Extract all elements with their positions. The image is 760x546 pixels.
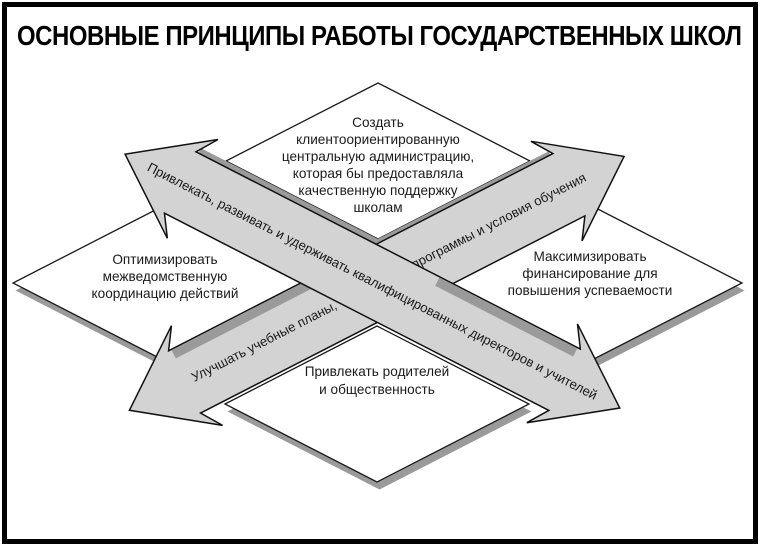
down-diagonal-arrow-body xyxy=(123,138,621,424)
left-node-line: Оптимизировать xyxy=(112,252,217,267)
right-node-line: финансирование для xyxy=(522,266,657,281)
down-arrow-shadow-stripe-se xyxy=(435,277,578,357)
bottom-node-label: Привлекать родителей и общественность xyxy=(305,364,450,397)
right-node-line: повышения успеваемости xyxy=(508,283,673,298)
top-node-line: школам xyxy=(353,200,402,215)
top-node-line: Создать xyxy=(352,115,404,130)
right-node-label: Максимизировать финансирование для повыш… xyxy=(508,249,673,298)
top-node-label: Создать клиентоориентированную центральн… xyxy=(282,115,474,215)
left-node-line: межведомственную xyxy=(103,269,228,284)
page-title: ОСНОВНЫЕ ПРИНЦИПЫ РАБОТЫ ГОСУДАРСТВЕННЫХ… xyxy=(17,22,741,52)
left-node-label: Оптимизировать межведомственную координа… xyxy=(92,252,239,301)
top-node-line: клиентоориентированную xyxy=(296,132,460,147)
up-arrow-shadow-stripe-sw xyxy=(171,276,320,359)
top-node-line: качественную поддержку xyxy=(298,183,457,198)
top-node-line: центральную администрацию, xyxy=(282,149,474,164)
bottom-node-diamond xyxy=(223,325,531,483)
top-node-line: которая бы предоставляла xyxy=(293,166,464,181)
right-node-line: Максимизировать xyxy=(533,249,646,264)
bottom-node-line: Привлекать родителей xyxy=(305,364,450,379)
bottom-node-line: и общественность xyxy=(319,382,435,397)
left-node-line: координацию действий xyxy=(92,286,239,301)
